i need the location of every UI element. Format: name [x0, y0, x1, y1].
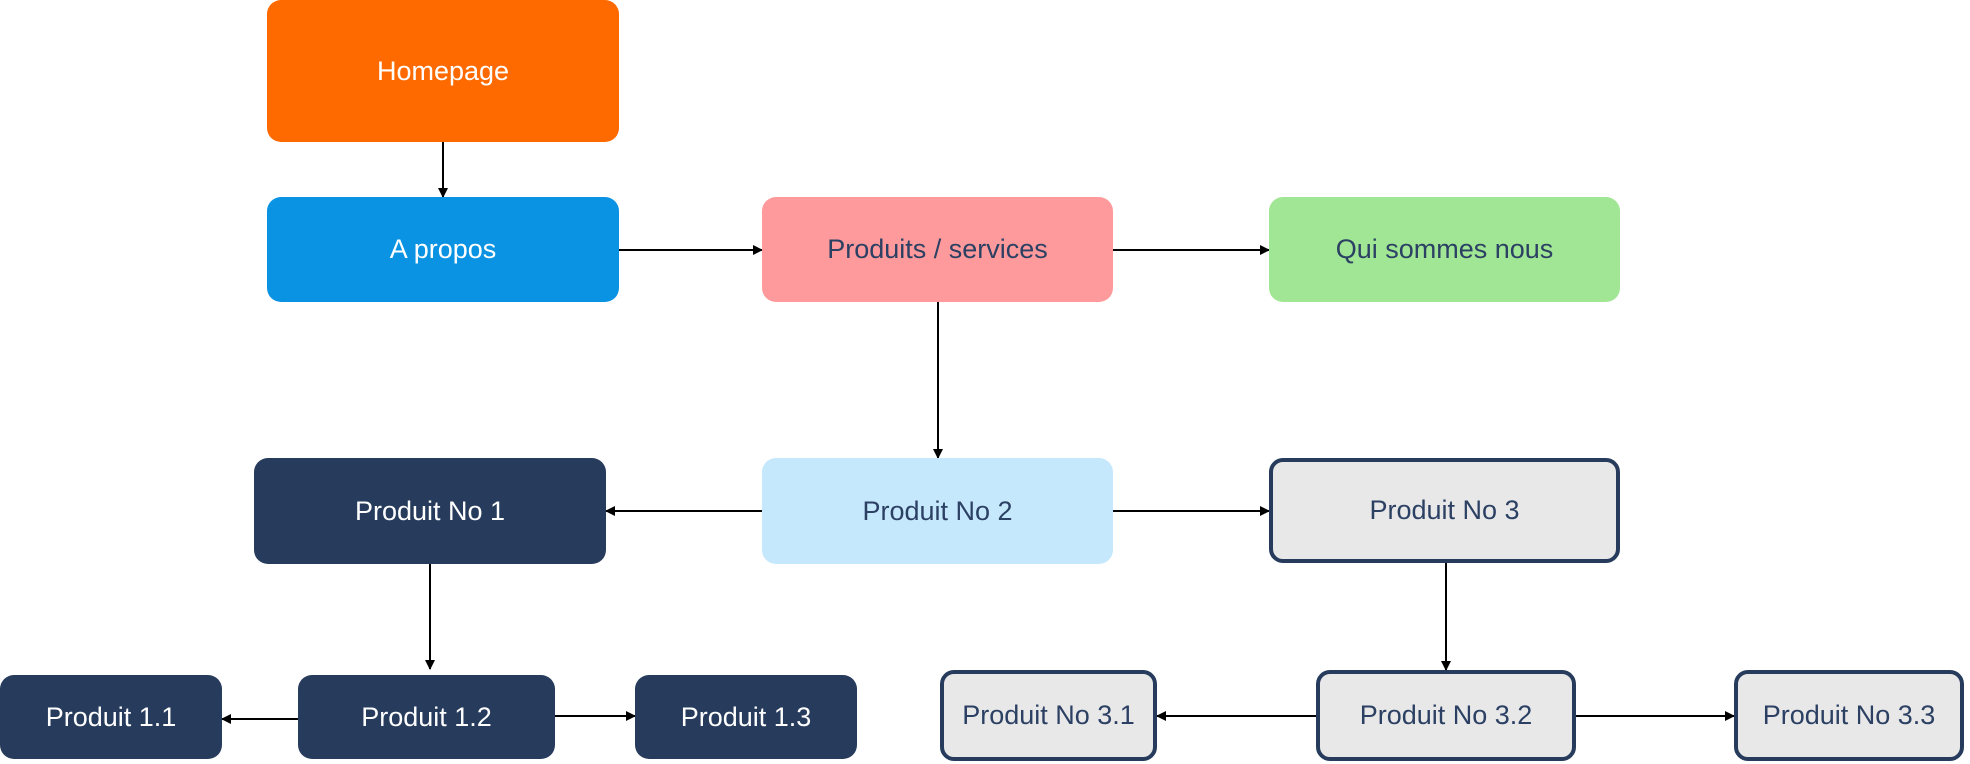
node-produits-services-label: Produits / services: [827, 234, 1048, 264]
node-apropos[interactable]: A propos: [267, 197, 619, 302]
node-homepage-label: Homepage: [376, 55, 510, 86]
node-produit-1-1-label: Produit 1.1: [45, 701, 177, 732]
node-produit-no-1[interactable]: Produit No 1: [254, 458, 606, 564]
node-produit-no-3-3[interactable]: Produit No 3.3: [1734, 670, 1964, 761]
node-produit-1-2-label: Produit 1.2: [361, 701, 492, 732]
node-produit-1-2[interactable]: Produit 1.2: [298, 675, 555, 759]
node-produit-no-3[interactable]: Produit No 3: [1269, 458, 1620, 563]
node-apropos-label: A propos: [389, 234, 497, 264]
node-qui-sommes-nous-label: Qui sommes nous: [1335, 234, 1554, 264]
node-produits-services[interactable]: Produits / services: [762, 197, 1113, 302]
node-homepage[interactable]: Homepage: [267, 0, 619, 142]
node-produit-no-2[interactable]: Produit No 2: [762, 458, 1113, 564]
node-produit-no-3-label: Produit No 3: [1369, 495, 1520, 525]
node-produit-1-1[interactable]: Produit 1.1: [0, 675, 222, 759]
node-produit-1-3[interactable]: Produit 1.3: [635, 675, 857, 759]
node-produit-no-3-3-label: Produit No 3.3: [1762, 700, 1936, 730]
node-produit-1-3-label: Produit 1.3: [680, 701, 812, 732]
node-produit-no-3-2[interactable]: Produit No 3.2: [1316, 670, 1576, 761]
node-produit-no-3-2-label: Produit No 3.2: [1359, 700, 1533, 730]
node-produit-no-3-1[interactable]: Produit No 3.1: [940, 670, 1157, 761]
node-produit-no-2-label: Produit No 2: [862, 495, 1013, 526]
node-produit-no-1-label: Produit No 1: [354, 495, 506, 526]
node-qui-sommes-nous[interactable]: Qui sommes nous: [1269, 197, 1620, 302]
node-produit-no-3-1-label: Produit No 3.1: [962, 700, 1135, 730]
